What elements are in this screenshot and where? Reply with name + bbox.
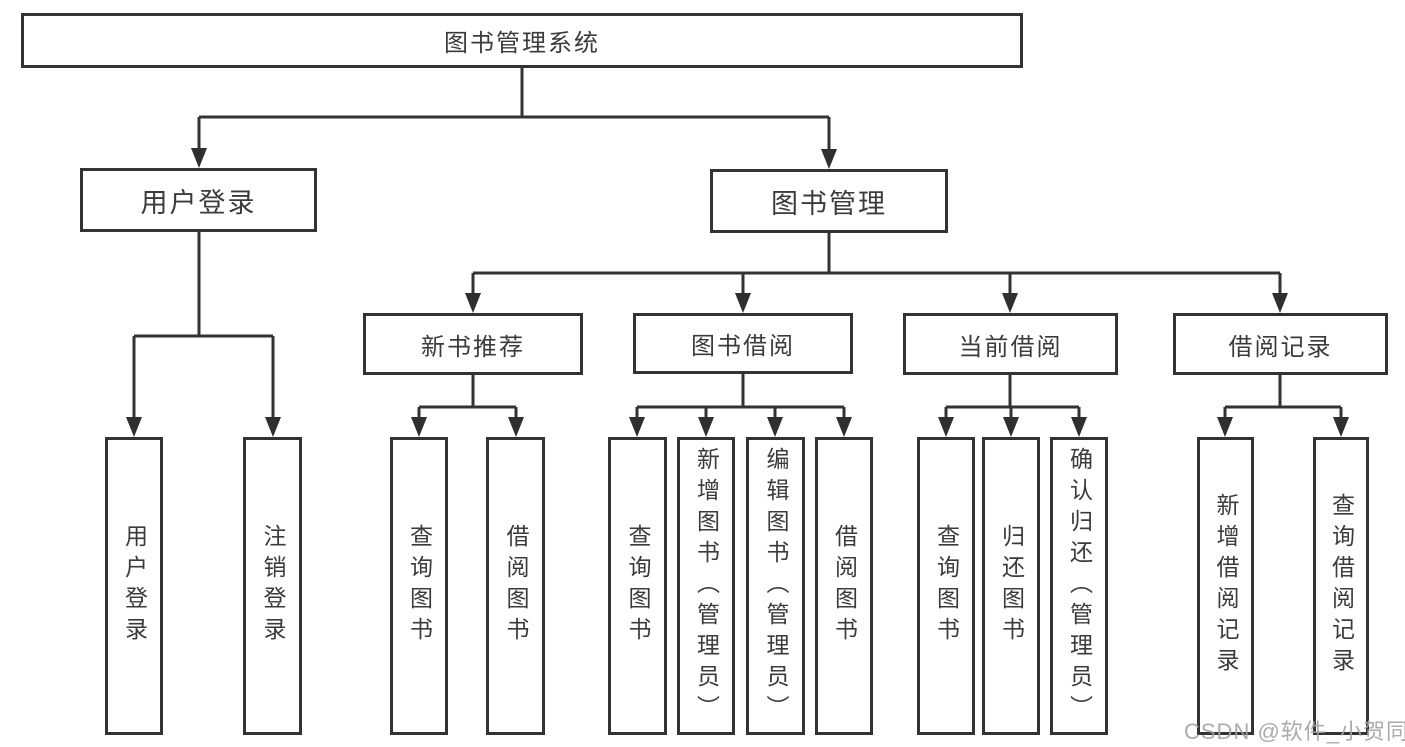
node-label: 归还图书 bbox=[998, 524, 1025, 648]
node-label: 用户登录 bbox=[140, 187, 257, 218]
arrowhead-icon bbox=[411, 417, 427, 437]
node-label: 确认归还（管理员） bbox=[1066, 446, 1093, 726]
arrowhead-icon bbox=[1003, 417, 1019, 437]
arrowhead-icon bbox=[1071, 417, 1087, 437]
arrowhead-icon bbox=[629, 417, 645, 437]
arrowhead-icon bbox=[126, 417, 142, 437]
node-label: 借阅图书 bbox=[503, 524, 529, 648]
arrowhead-icon bbox=[821, 149, 837, 169]
node-library-management-system: 图书管理系统 bbox=[21, 13, 1023, 68]
arrowhead-icon bbox=[836, 417, 852, 437]
arrowhead-icon bbox=[465, 293, 481, 313]
arrowheads-group bbox=[126, 148, 1349, 437]
node-query-books-recommend: 查询图书 bbox=[390, 437, 448, 735]
arrowhead-icon bbox=[1217, 417, 1233, 437]
node-borrowing-records: 借阅记录 bbox=[1173, 313, 1388, 375]
arrowhead-icon bbox=[1272, 293, 1288, 313]
arrowhead-icon bbox=[698, 417, 714, 437]
node-label: 当前借阅 bbox=[958, 333, 1063, 361]
arrowhead-icon bbox=[191, 148, 207, 168]
node-label: 借阅图书 bbox=[831, 524, 858, 648]
node-label: 查询图书 bbox=[625, 524, 651, 648]
node-label: 新增图书（管理员） bbox=[693, 446, 720, 726]
node-label: 查询借阅记录 bbox=[1328, 493, 1355, 679]
node-query-books-borrowing: 查询图书 bbox=[608, 437, 667, 735]
node-new-book-recommend: 新书推荐 bbox=[363, 313, 583, 375]
node-user-login: 用户登录 bbox=[80, 168, 317, 232]
node-label: 图书管理 bbox=[771, 188, 887, 219]
node-label: 图书借阅 bbox=[691, 333, 795, 360]
node-user-login-action: 用户登录 bbox=[105, 437, 163, 735]
node-edit-book-admin: 编辑图书（管理员） bbox=[746, 437, 805, 735]
node-confirm-return-admin: 确认归还（管理员） bbox=[1050, 437, 1108, 735]
arrowhead-icon bbox=[735, 293, 751, 313]
arrowhead-icon bbox=[265, 417, 281, 437]
node-label: 借阅记录 bbox=[1228, 333, 1333, 361]
arrowhead-icon bbox=[767, 417, 783, 437]
node-label: 编辑图书（管理员） bbox=[763, 446, 789, 726]
node-borrow-books-recommend: 借阅图书 bbox=[486, 437, 545, 735]
node-current-borrowing: 当前借阅 bbox=[903, 313, 1118, 375]
watermark: CSDN @软件_小贺同学 bbox=[1184, 719, 1405, 744]
node-label: 查询图书 bbox=[933, 524, 960, 648]
node-query-borrow-record: 查询借阅记录 bbox=[1313, 437, 1369, 735]
node-label: 用户登录 bbox=[121, 524, 148, 648]
node-add-book-admin: 新增图书（管理员） bbox=[677, 437, 735, 735]
node-label: 新书推荐 bbox=[421, 333, 525, 361]
node-label: 注销登录 bbox=[260, 524, 286, 648]
node-book-management: 图书管理 bbox=[710, 169, 948, 233]
node-borrow-books-borrowing: 借阅图书 bbox=[815, 437, 873, 735]
arrowhead-icon bbox=[1333, 417, 1349, 437]
arrowhead-icon bbox=[508, 417, 524, 437]
node-query-books-current: 查询图书 bbox=[917, 437, 975, 735]
node-book-borrowing: 图书借阅 bbox=[633, 313, 853, 374]
node-label: 查询图书 bbox=[406, 524, 433, 648]
node-add-borrow-record: 新增借阅记录 bbox=[1197, 437, 1254, 735]
node-logout-action: 注销登录 bbox=[243, 437, 302, 735]
arrowhead-icon bbox=[1002, 293, 1018, 313]
node-return-books: 归还图书 bbox=[982, 437, 1040, 735]
connector-lines bbox=[132, 68, 1343, 419]
node-label: 新增借阅记录 bbox=[1213, 493, 1239, 679]
arrowhead-icon bbox=[938, 417, 954, 437]
node-label: 图书管理系统 bbox=[444, 30, 600, 57]
